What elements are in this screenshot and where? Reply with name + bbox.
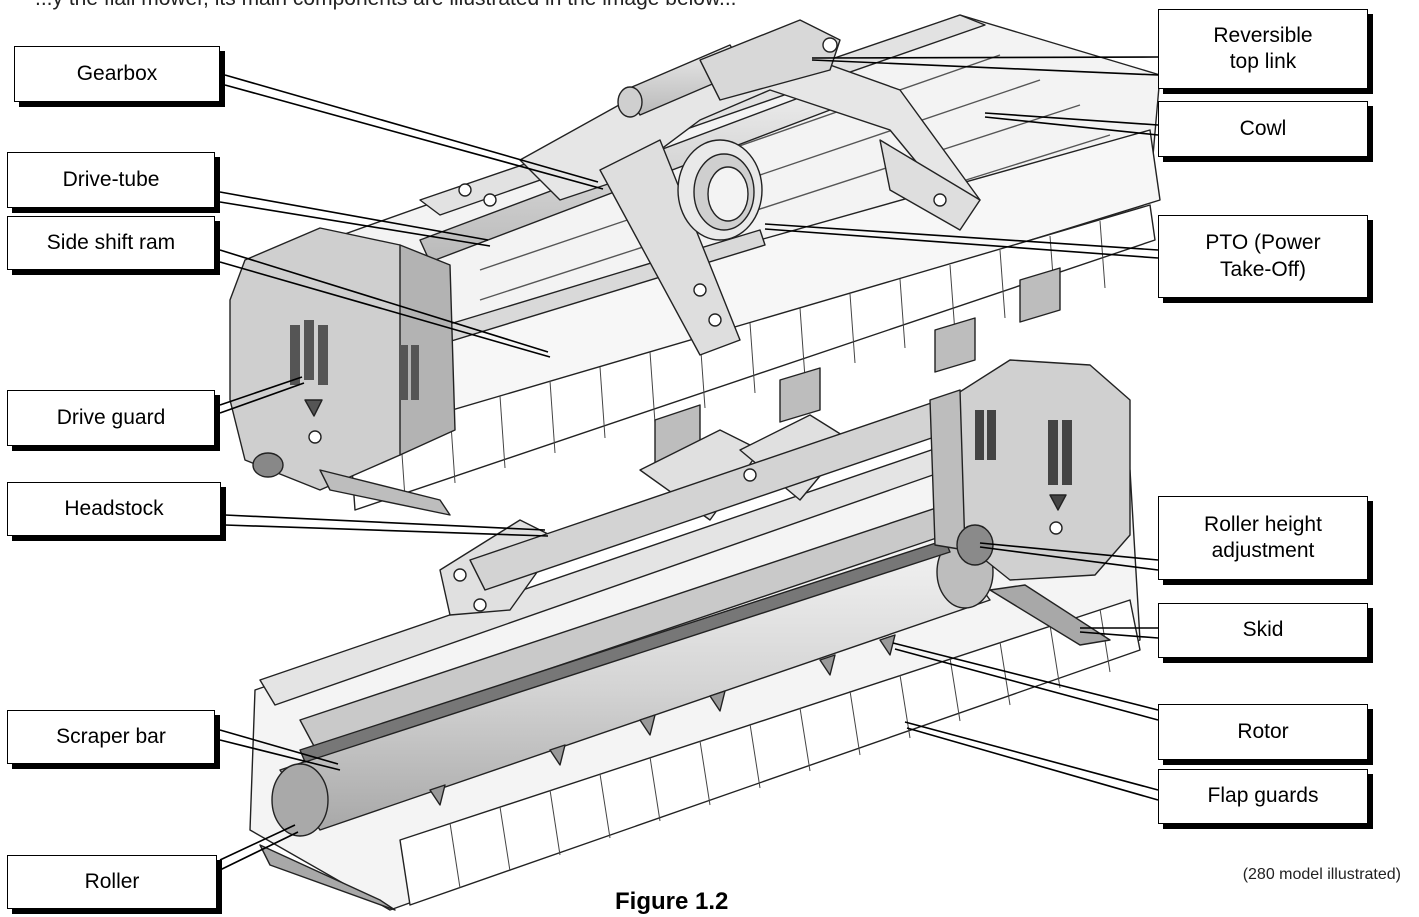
label-pto: PTO (Power Take-Off) bbox=[1158, 215, 1368, 298]
leader-pto bbox=[764, 223, 1159, 259]
label-flap-guards: Flap guards bbox=[1158, 769, 1368, 824]
label-skid: Skid bbox=[1158, 603, 1368, 658]
lower-mower bbox=[249, 359, 1141, 911]
leader-rotor bbox=[892, 642, 1159, 721]
leader-drive-guard bbox=[219, 376, 305, 414]
leader-cowl bbox=[984, 112, 1159, 136]
label-gearbox: Gearbox bbox=[14, 46, 220, 102]
label-scraper-bar: Scraper bar bbox=[7, 710, 215, 764]
leader-drive-tube bbox=[219, 191, 491, 247]
label-roller: Roller bbox=[7, 855, 217, 909]
label-rotor: Rotor bbox=[1158, 704, 1368, 760]
leader-roller bbox=[219, 824, 299, 871]
label-drive-guard: Drive guard bbox=[7, 390, 215, 446]
label-drive-tube: Drive-tube bbox=[7, 152, 215, 208]
label-roller-height-adjustment: Roller height adjustment bbox=[1158, 496, 1368, 580]
leader-headstock bbox=[224, 514, 549, 537]
leader-gearbox bbox=[224, 74, 604, 190]
leader-roller-height-adjustment bbox=[979, 542, 1159, 571]
leader-side-shift-ram bbox=[219, 249, 551, 358]
label-reversible-top-link: Reversible top link bbox=[1158, 9, 1368, 89]
label-side-shift-ram: Side shift ram bbox=[7, 216, 215, 270]
leader-reversible-top-link bbox=[811, 56, 1159, 76]
leader-scraper-bar bbox=[219, 729, 341, 771]
leader-skid bbox=[1079, 627, 1159, 639]
model-note: (280 model illustrated) bbox=[1242, 866, 1401, 883]
label-cowl: Cowl bbox=[1158, 101, 1368, 157]
figure-caption: Figure 1.2 bbox=[615, 888, 729, 915]
leader-flap-guards bbox=[904, 721, 1159, 801]
leader-lines bbox=[219, 56, 1159, 871]
label-headstock: Headstock bbox=[7, 482, 221, 536]
upper-mower bbox=[229, 14, 1161, 516]
top-body-text: ...y the flail mower, its main component… bbox=[35, 0, 737, 11]
